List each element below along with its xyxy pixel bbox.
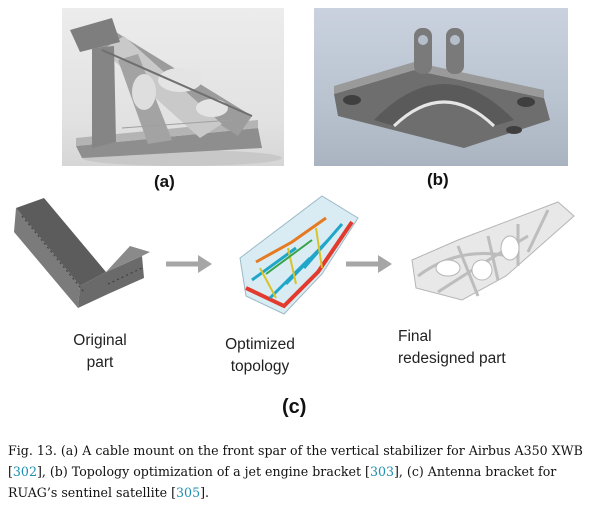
arrow-right-icon [166,255,212,273]
arrow-right-icon [346,255,392,273]
step-original-part: Original part [50,330,150,374]
citation-link-303[interactable]: 303 [369,464,394,479]
final-redesigned-part-illustration [411,201,575,301]
citation-link-305[interactable]: 305 [176,485,201,500]
caption-text-1: (a) A cable mount on the front spar of t… [8,443,583,479]
original-part-illustration [14,198,150,308]
panel-a-label: (a) [154,172,175,191]
figure-caption: Fig. 13. (a) A cable mount on the front … [8,440,584,503]
panel-b-label: (b) [427,170,449,189]
figure: (a) (b) Original part Optimized [14,8,575,418]
step-final-part: Final redesigned part [398,326,558,370]
panel-c-label: (c) [282,396,307,418]
figure-number: Fig. 13. [8,443,57,458]
optimized-topology-illustration [239,195,359,315]
step-optimized-line1: Optimized [225,336,295,353]
panel-b-render [314,8,568,166]
step-optimized-topology: Optimized topology [200,334,320,378]
step-optimized-line2: topology [230,358,290,375]
step-final-line2: redesigned part [398,350,506,367]
caption-text-2: ], (b) Topology optimization of a jet en… [36,464,370,479]
engine-bracket-illustration [334,28,550,148]
panel-a-photo [62,8,284,166]
citation-link-302[interactable]: 302 [12,464,37,479]
step-final-line1: Final [398,328,432,345]
caption-text-4: ]. [200,485,210,500]
caption-text-3: ], (c) Antenna bracket for RUAG’s sentin… [8,464,557,500]
step-original-line1: Original [73,332,127,349]
step-original-line2: part [86,354,114,371]
cable-mount-illustration [70,18,282,166]
